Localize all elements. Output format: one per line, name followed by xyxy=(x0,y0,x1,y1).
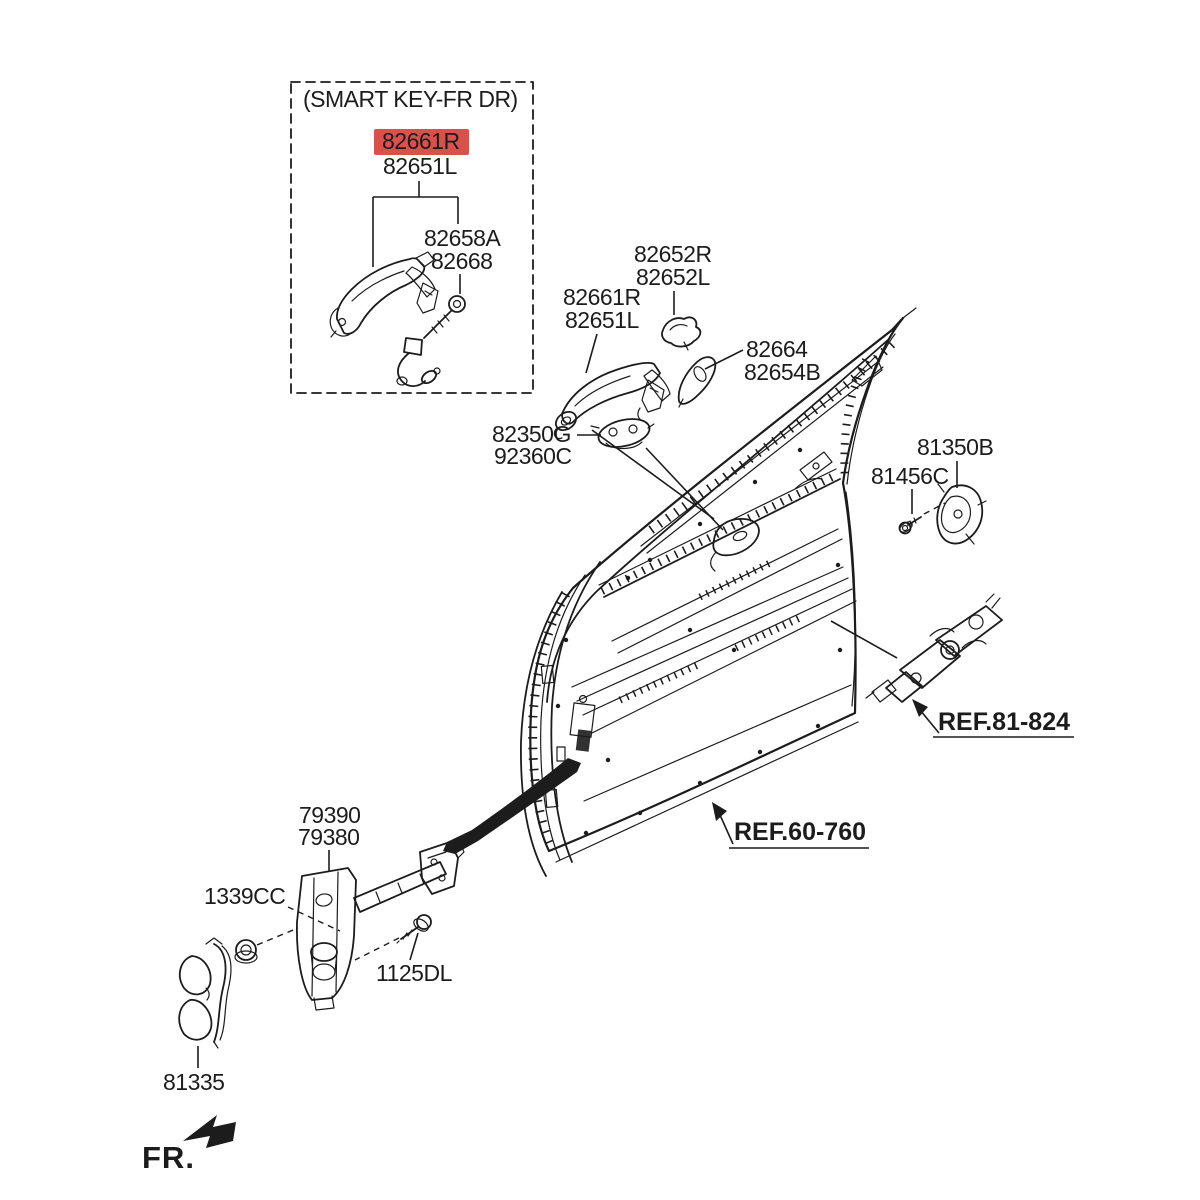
spot-weld-dots xyxy=(555,447,843,836)
label-82661R-highlight: 82661R xyxy=(382,128,460,154)
door-lock-detail xyxy=(556,694,596,762)
latch-leader xyxy=(830,620,898,659)
ref-door-arrow-line xyxy=(719,814,734,845)
inset-dashed-border xyxy=(290,81,534,394)
label-81335: 81335 xyxy=(163,1069,224,1095)
ref-door-label: REF.60-760 xyxy=(734,818,866,846)
label-82664: 82664 xyxy=(746,336,808,362)
inset-handle-drawing xyxy=(329,251,439,338)
label-1125DL: 1125DL xyxy=(376,960,453,986)
label-79390: 79390 xyxy=(299,802,360,828)
ref-latch-arrowhead xyxy=(912,699,928,717)
latch-assembly-drawing xyxy=(865,593,1003,703)
ref-latch-label: REF.81-824 xyxy=(938,708,1070,736)
inset-bracket-leaders xyxy=(372,181,461,294)
inset-title: (SMART KEY-FR DR) xyxy=(303,86,518,112)
label-1339CC: 1339CC xyxy=(204,883,285,909)
label-82652R: 82652R xyxy=(634,241,712,267)
ref-door-arrowhead xyxy=(712,802,727,821)
handle-leader-lines xyxy=(577,291,744,531)
handle-assembly-drawing xyxy=(553,361,671,440)
label-82658A: 82658A xyxy=(424,225,501,251)
door-handle-recess xyxy=(710,518,760,572)
bolt-drawing xyxy=(396,914,432,944)
ref-latch-arrow-line xyxy=(919,709,940,734)
handle-pad-drawing xyxy=(677,356,717,408)
striker-drawing xyxy=(936,483,987,545)
checker-leaders xyxy=(197,850,419,1068)
label-82651L: 82651L xyxy=(565,307,639,333)
label-82661R: 82661R xyxy=(563,284,641,310)
checker-dashed-lines xyxy=(256,906,400,961)
screw-assembly-dashed-line xyxy=(923,502,946,515)
door-panel-drawing xyxy=(520,307,917,877)
handle-base-drawing xyxy=(590,418,655,450)
screw-drawing xyxy=(898,516,922,535)
label-82668: 82668 xyxy=(431,248,492,274)
label-82350G: 82350G xyxy=(492,421,571,447)
label-92360C: 92360C xyxy=(494,443,572,469)
fr-direction-label: FR. xyxy=(142,1140,195,1175)
label-82652L: 82652L xyxy=(636,264,710,290)
highlighted-part-box xyxy=(374,129,469,155)
door-checker-drawing xyxy=(296,837,465,1011)
nut-drawing xyxy=(234,939,258,964)
handle-cover-drawing xyxy=(661,316,702,351)
label-81350B: 81350B xyxy=(917,434,993,460)
label-79380: 79380 xyxy=(298,824,359,850)
label-82654B: 82654B xyxy=(744,359,820,385)
fr-direction-arrow-icon xyxy=(183,1115,236,1148)
striker-leaders xyxy=(911,461,958,514)
label-82651L-inset: 82651L xyxy=(383,153,457,179)
inset-cable-drawing xyxy=(396,295,466,388)
label-81456C: 81456C xyxy=(871,463,949,489)
seal-drawing xyxy=(178,937,232,1049)
smart-key-inset: (SMART KEY-FR DR) 82661R 82651L 82658A 8… xyxy=(290,81,534,394)
checker-pointer-wedge xyxy=(443,758,581,854)
